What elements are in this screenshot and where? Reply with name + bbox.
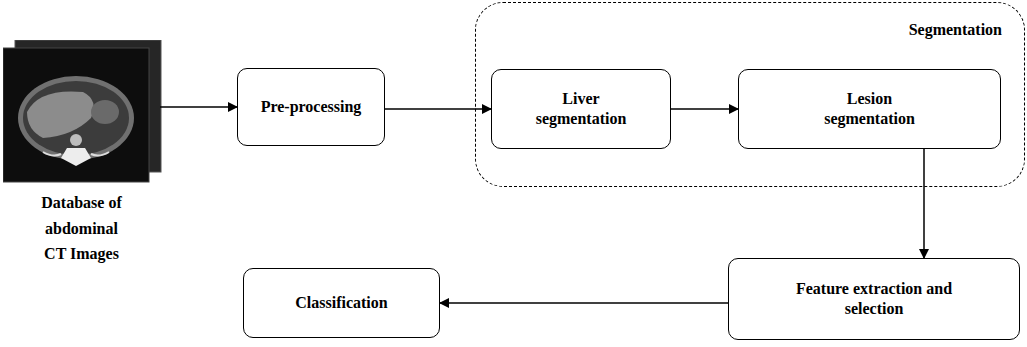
segmentation-group: SegmentationLiver segmentation Lesion seg… xyxy=(475,2,1025,187)
box-label: Liver segmentation xyxy=(529,89,634,129)
process-box: Liver segmentation xyxy=(491,69,671,149)
arrow-connector xyxy=(160,106,237,108)
caption-holder: Database of abdominal CT Images xyxy=(3,190,160,267)
arrow-connector xyxy=(671,108,738,110)
process-box: Pre-processing xyxy=(237,68,385,146)
arrow-connector xyxy=(440,302,728,304)
ct-scan-image xyxy=(3,40,163,185)
vessel-shape xyxy=(70,134,82,146)
spine-shape xyxy=(61,148,91,166)
process-box: Classification xyxy=(243,268,440,338)
ct-slice-front xyxy=(3,48,149,182)
process-box: Feature extraction and selection xyxy=(728,258,1020,340)
rib-shape xyxy=(91,152,109,156)
organ-shape xyxy=(91,100,119,124)
body-outline xyxy=(18,76,134,160)
abdomen xyxy=(23,81,129,155)
image-node: Database of abdominal CT Images xyxy=(3,40,160,290)
liver-shape xyxy=(27,91,94,138)
image-caption: Database of abdominal CT Images xyxy=(36,190,128,267)
arrow-connector xyxy=(923,149,925,258)
process-box: Lesion segmentation xyxy=(738,69,1001,149)
group-title: Segmentation xyxy=(909,21,1002,39)
box-label: Classification xyxy=(295,293,387,313)
box-label: Lesion segmentation xyxy=(815,89,925,129)
box-label: Pre-processing xyxy=(261,97,362,117)
box-label: Feature extraction and selection xyxy=(779,279,969,319)
rib-shape xyxy=(43,152,61,156)
